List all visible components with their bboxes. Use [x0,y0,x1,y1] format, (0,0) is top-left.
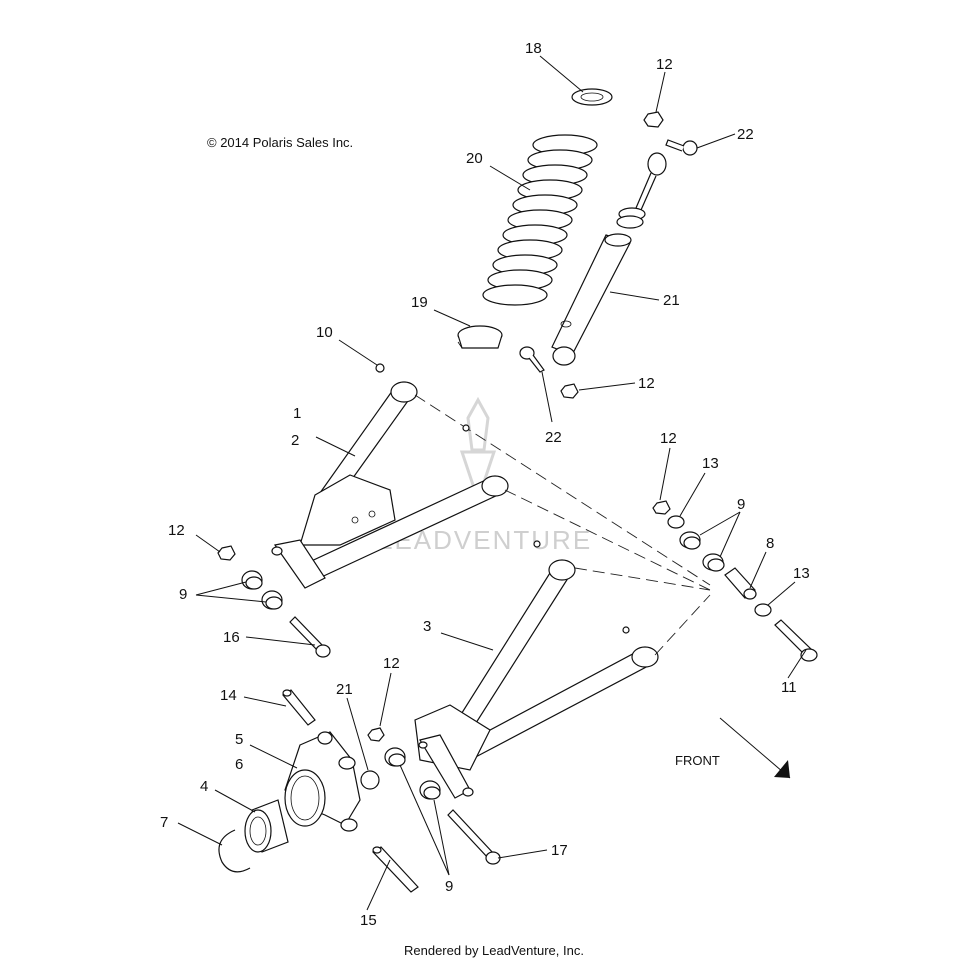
callout-12-right: 12 [660,430,677,447]
spring-retainer-clip [571,88,613,106]
bearing-carrier [284,731,361,832]
bushing-right-b [702,553,725,572]
spring-coil [482,284,548,306]
grease-fitting-lower [622,626,630,634]
nut-right [652,500,671,515]
callout-12-left: 12 [168,522,185,539]
bolt-lower [519,346,545,373]
callout-21-oring: 21 [336,681,353,698]
callout-4: 4 [200,778,208,795]
copyright-text: © 2014 Polaris Sales Inc. [207,135,353,150]
pin-15 [372,846,419,893]
washer-right-lower [754,603,772,617]
callout-12-top: 12 [656,56,673,73]
callout-22-lower: 22 [545,429,562,446]
upper-a-arm [271,381,509,589]
callout-12-shock-lower: 12 [638,375,655,392]
wheel-bearing [244,799,289,853]
callout-2: 2 [291,432,299,449]
coil-spring [482,134,598,306]
callout-17: 17 [551,842,568,859]
bushing-left-b [261,590,283,610]
callout-6: 6 [235,756,243,773]
nut-shock-lower [560,383,579,399]
nut-top [643,111,664,128]
grease-fitting-upper [462,424,470,432]
bushing-lower-b [419,780,441,800]
pin-14 [282,689,316,726]
bolt-17 [447,809,501,865]
callout-14: 14 [220,687,237,704]
callout-22-top: 22 [737,126,754,143]
spring-seat [457,325,503,349]
callout-13-lower: 13 [793,565,810,582]
align-line-upper-rear [414,394,711,586]
snap-ring [218,829,251,873]
callout-15: 15 [360,912,377,929]
pivot-bolt [774,619,818,662]
front-direction-arrow [719,717,791,779]
callout-13-upper: 13 [702,455,719,472]
o-ring [360,770,380,790]
bushing-lower-a [384,747,406,767]
shock-absorber [551,152,667,366]
align-line-lower-rear [574,567,711,591]
bushing-left-a [241,570,263,590]
leader-lines [177,55,807,911]
washer-right-upper [667,515,685,529]
callout-3: 3 [423,618,431,635]
align-line-upper-front [504,489,711,591]
footer-credit: Rendered by LeadVenture, Inc. [404,943,584,958]
grease-fitting-mid [533,540,541,548]
callout-9-lower: 9 [445,878,453,895]
callout-12-lower: 12 [383,655,400,672]
callout-10: 10 [316,324,333,341]
callout-18: 18 [525,40,542,57]
align-line-lower-front [654,594,711,656]
callout-9-left: 9 [179,586,187,603]
callout-1: 1 [293,405,301,422]
nut-left [217,545,236,561]
pivot-tube-sleeve [724,567,757,600]
front-label: FRONT [675,753,720,768]
callout-19: 19 [411,294,428,311]
bushing-right-a [679,531,701,550]
callout-16: 16 [223,629,240,646]
bolt-left [289,616,331,658]
callout-21-shock: 21 [663,292,680,309]
nut-lower-center [367,727,385,742]
callout-8: 8 [766,535,774,552]
callout-7: 7 [160,814,168,831]
bolt-top [665,139,698,156]
callout-20: 20 [466,150,483,167]
callout-9-right: 9 [737,496,745,513]
callout-5: 5 [235,731,243,748]
grease-fitting [375,363,385,373]
callout-11: 11 [781,679,797,696]
lower-a-arm [414,559,659,799]
